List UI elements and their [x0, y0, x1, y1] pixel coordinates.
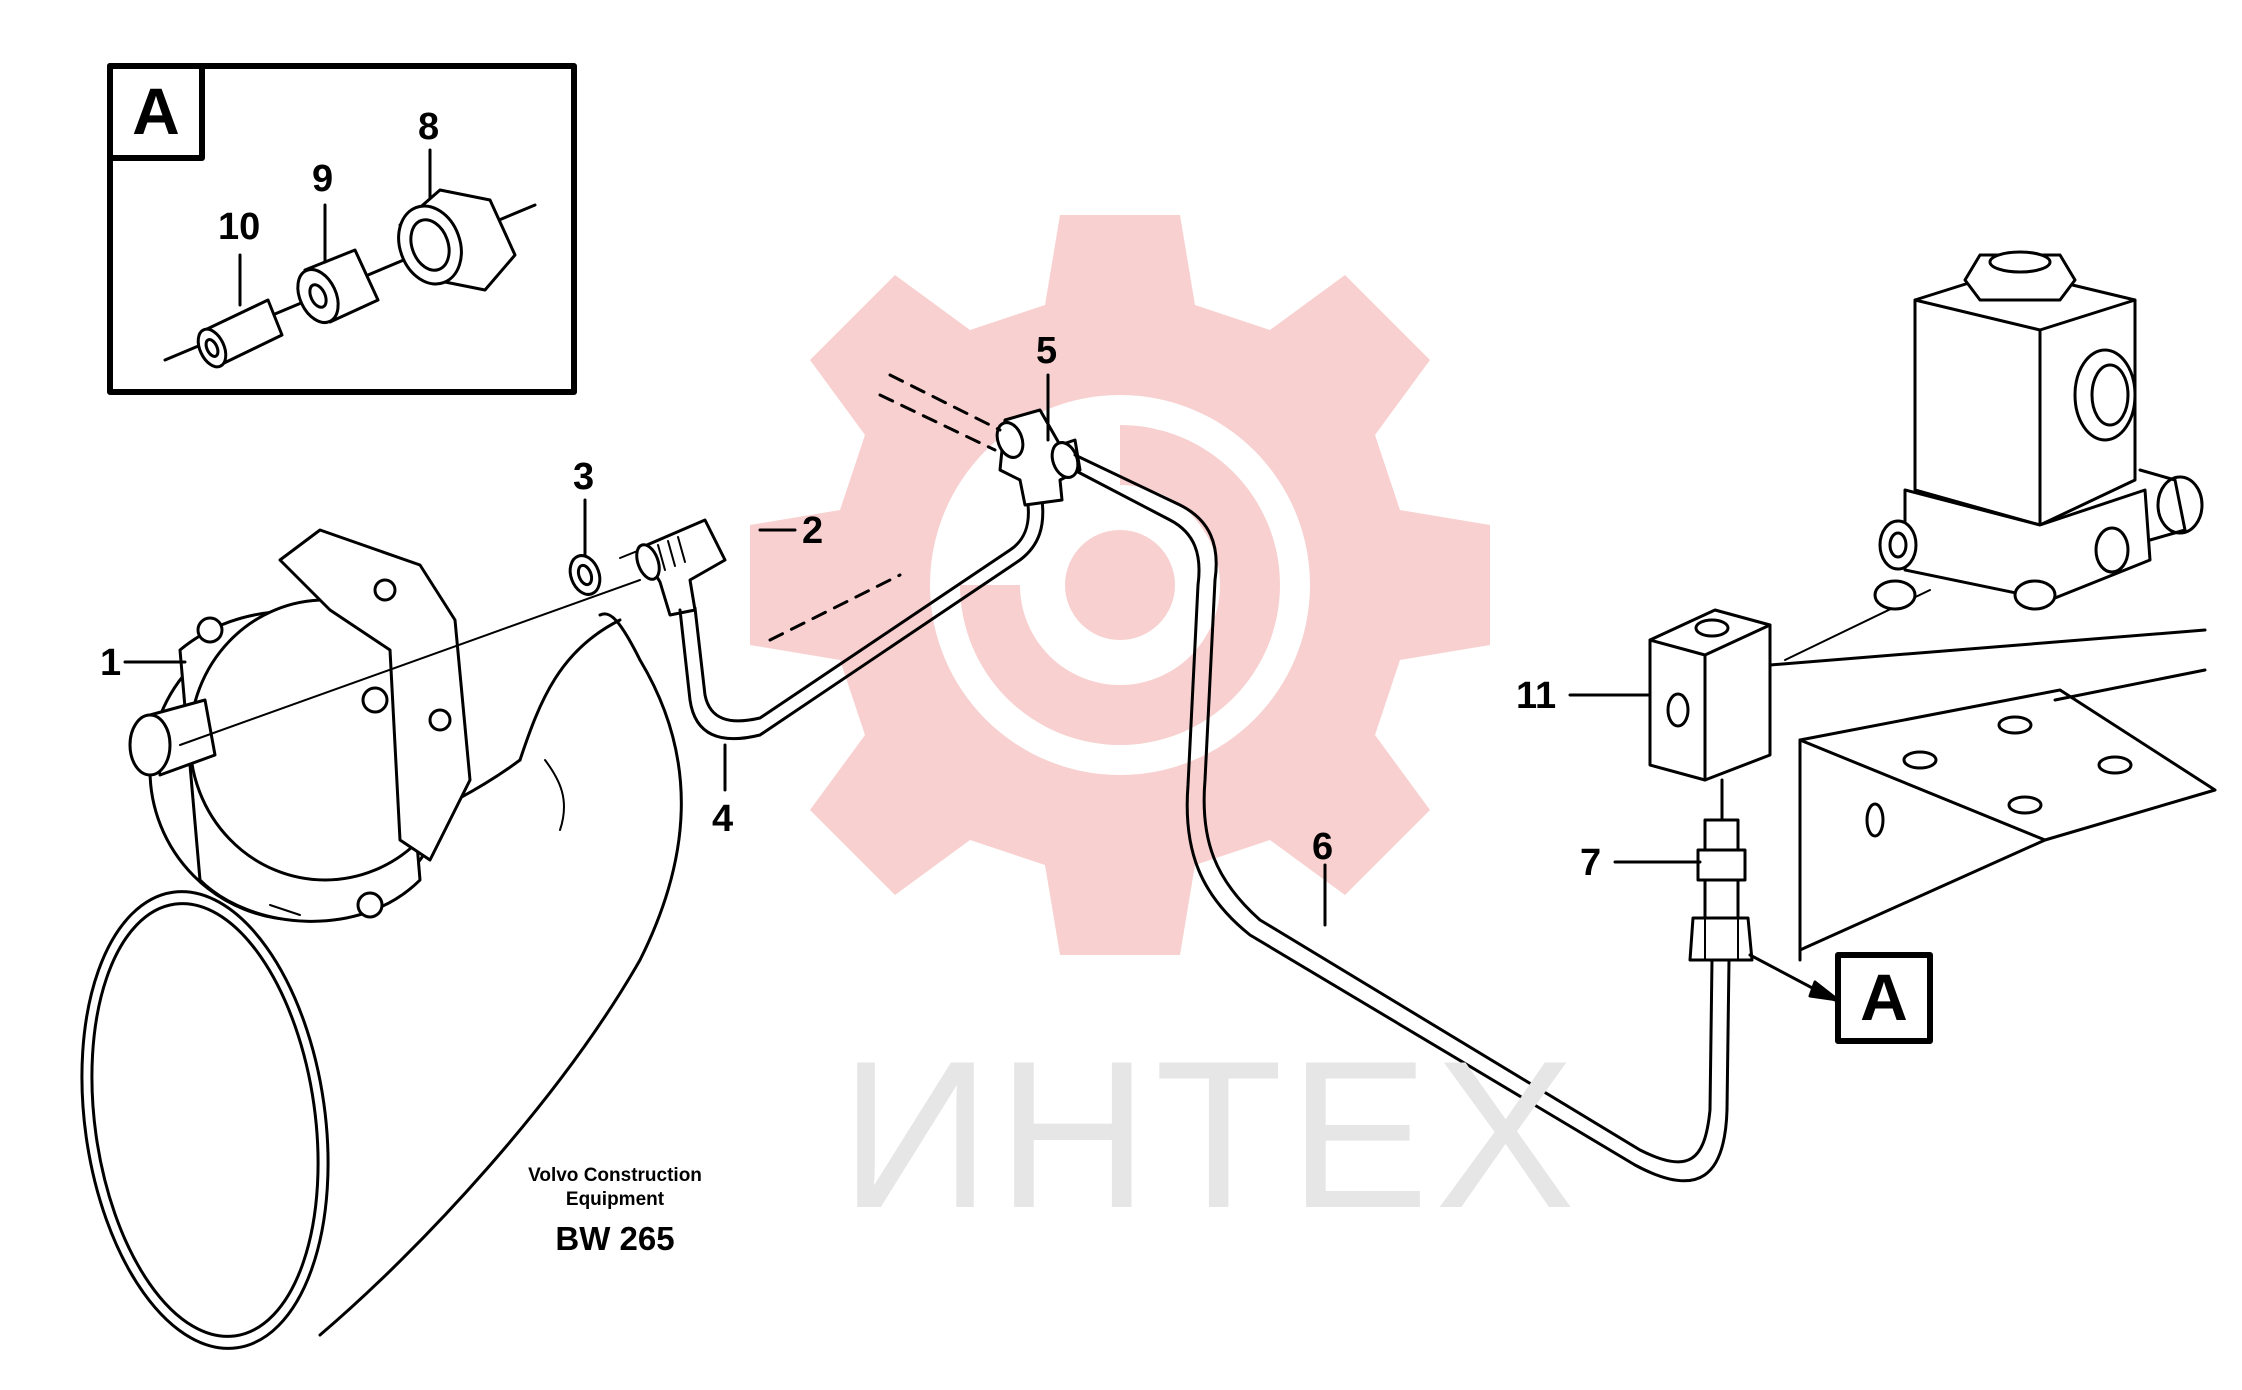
detail-box-label-frame: [107, 63, 205, 161]
callout-7: 7: [1580, 842, 1602, 884]
manufacturer-caption: Volvo Construction Equipment: [480, 1164, 750, 1212]
washer-part-icon: [568, 554, 602, 596]
callout-10: 10: [218, 206, 261, 248]
elbow-fitting-icon: [635, 518, 727, 617]
union-fitting-icon: [1688, 778, 1754, 962]
adapter-block-icon: [1648, 608, 1772, 782]
callout-1: 1: [100, 642, 122, 684]
callout-9: 9: [312, 158, 334, 200]
mounting-bracket-icon: [1768, 628, 2217, 962]
detail-box-label: A: [132, 74, 180, 148]
callout-3: 3: [573, 456, 595, 498]
pipe-6-icon: [1073, 453, 1731, 1183]
solenoid-valve-icon: [1873, 250, 2204, 611]
watermark-gear-icon: [750, 215, 1490, 955]
pipe-4-icon: [678, 478, 1045, 741]
ferrule-part-icon: [296, 248, 380, 324]
horn-part-icon: [80, 528, 683, 1350]
callout-6: 6: [1312, 826, 1334, 868]
callout-4: 4: [712, 798, 734, 840]
reference-box-label: A: [1860, 960, 1908, 1034]
callout-5: 5: [1036, 330, 1058, 372]
callout-11: 11: [1516, 675, 1557, 717]
callout-2: 2: [802, 510, 824, 552]
sleeve-part-icon: [196, 298, 284, 369]
callout-8: 8: [418, 106, 440, 148]
caption-line-1: Volvo Construction: [528, 1165, 702, 1186]
model-caption: BW 265: [555, 1220, 675, 1257]
caption-line-2: Equipment: [565, 1188, 665, 1210]
detail-box-frame: [107, 63, 577, 395]
watermark-text: ИНТЕХ: [840, 1017, 1582, 1252]
reference-box-frame: [1835, 952, 1933, 1044]
tee-fitting-icon: [995, 408, 1082, 507]
nut-part-icon: [397, 188, 517, 292]
